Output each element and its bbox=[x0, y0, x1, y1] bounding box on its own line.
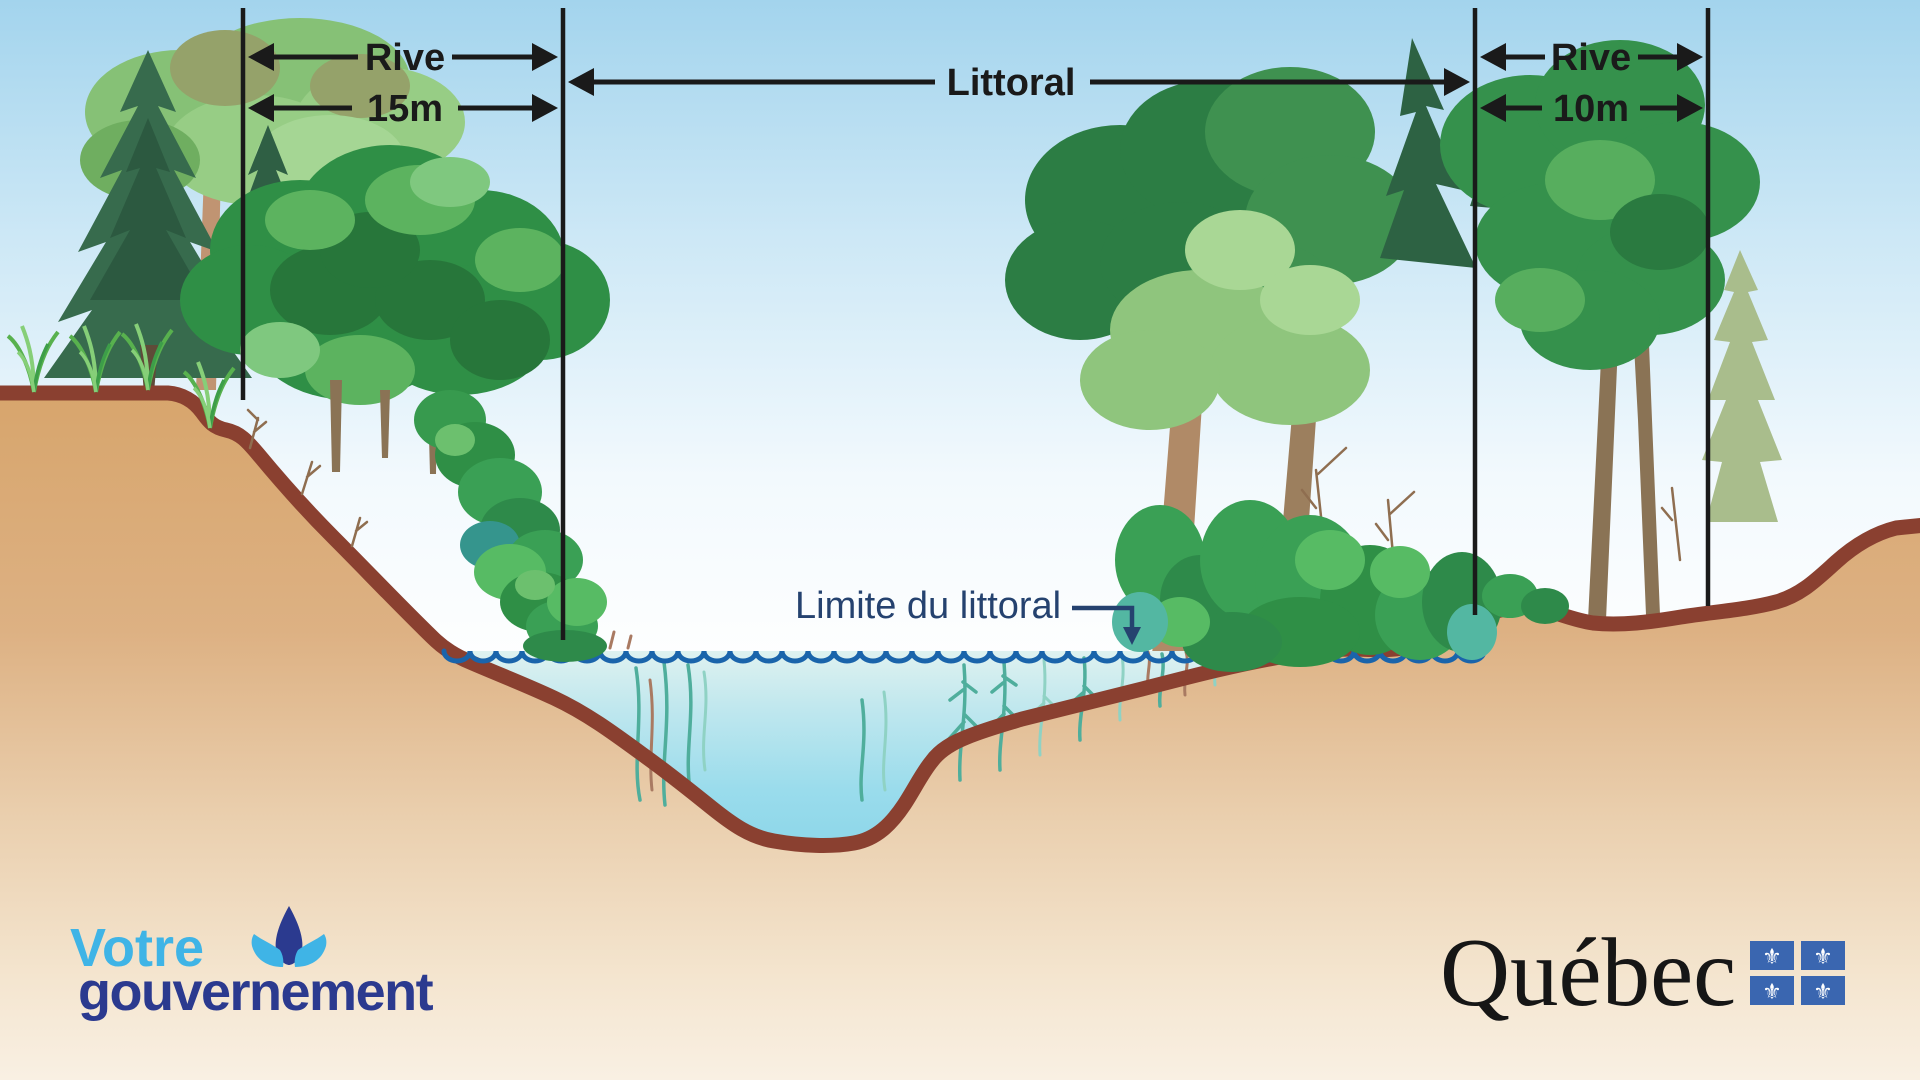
fleur-de-lis-icon: ⚜ bbox=[1813, 945, 1833, 970]
fleur-de-lis-icon: ⚜ bbox=[1762, 945, 1782, 970]
quebec-flag-icon: ⚜ ⚜ ⚜ ⚜ bbox=[1750, 941, 1845, 1005]
fleur-de-lis-icon bbox=[251, 906, 327, 967]
rive-right-width: 10m bbox=[1553, 88, 1629, 130]
left-tree-canopy-dense bbox=[180, 145, 610, 508]
fleur-de-lis-icon: ⚜ bbox=[1813, 980, 1833, 1005]
logo-line1: Votre bbox=[70, 918, 204, 978]
annotation-littoral: Littoral bbox=[568, 62, 1470, 104]
rive-left-label: Rive bbox=[365, 37, 445, 79]
arrowhead-right-icon bbox=[1444, 68, 1470, 96]
littoral-label: Littoral bbox=[947, 62, 1076, 104]
right-tree-canopy bbox=[1005, 38, 1782, 522]
limite-littoral-label: Limite du littoral bbox=[795, 585, 1061, 627]
arrowhead-left-icon bbox=[1480, 94, 1506, 122]
arrowhead-left-icon bbox=[1480, 43, 1506, 71]
arrowhead-left-icon bbox=[568, 68, 594, 96]
logo-line2: gouvernement bbox=[78, 962, 434, 1022]
arrowhead-right-icon bbox=[1677, 94, 1703, 122]
quebec-wordmark-text: Québec bbox=[1440, 919, 1736, 1026]
annotation-rive-right: Rive 10m bbox=[1480, 37, 1703, 130]
arrowhead-right-icon bbox=[532, 43, 558, 71]
boundary-lines bbox=[240, 8, 1711, 640]
fleur-de-lis-icon: ⚜ bbox=[1762, 980, 1782, 1005]
right-shore-bushes bbox=[1112, 446, 1682, 672]
rive-left-width: 15m bbox=[367, 88, 443, 130]
water-body bbox=[451, 651, 1352, 848]
arrowhead-right-icon bbox=[532, 94, 558, 122]
annotation-limite-littoral: Limite du littoral bbox=[795, 585, 1141, 645]
quebec-wordmark: Québec ⚜ ⚜ ⚜ ⚜ bbox=[1440, 919, 1845, 1026]
terrain-ground bbox=[0, 393, 1920, 1080]
arrowhead-left-icon bbox=[248, 43, 274, 71]
terrain-outline bbox=[0, 385, 1920, 853]
government-logo: Votre gouvernement bbox=[70, 906, 435, 1022]
limite-pointer-line bbox=[1072, 605, 1135, 628]
arrowhead-down-icon bbox=[1123, 627, 1141, 645]
rive-right-label: Rive bbox=[1551, 37, 1631, 79]
arrowhead-left-icon bbox=[248, 94, 274, 122]
arrowhead-right-icon bbox=[1677, 43, 1703, 71]
annotation-rive-left: Rive 15m bbox=[248, 37, 558, 130]
